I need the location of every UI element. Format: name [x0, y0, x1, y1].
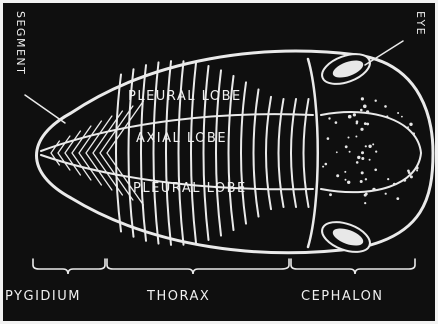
- cephalon-dot: [408, 171, 411, 174]
- thorax-segment-rib: [241, 82, 246, 223]
- cephalon-dot: [415, 166, 418, 169]
- cephalon-dot: [410, 175, 413, 178]
- thorax-bracket: [107, 259, 289, 274]
- cephalon-dot: [403, 179, 406, 182]
- cephalon-dot: [360, 109, 363, 112]
- cephalon-dot: [401, 116, 403, 118]
- cephalon-dot: [360, 180, 363, 183]
- thorax-label: THORAX: [146, 289, 210, 304]
- cephalon-dot: [360, 128, 363, 131]
- cephalon-dot: [385, 193, 387, 195]
- cephalon-dot: [361, 97, 364, 100]
- cephalon-dot: [328, 117, 330, 119]
- cephalon-dot: [355, 136, 357, 138]
- pleural-lobe-bottom-label: PLEURAL LOBE: [133, 181, 247, 196]
- cephalon-dot: [361, 157, 364, 160]
- cephalon-dot: [336, 174, 339, 177]
- cephalon-label: CEPHALON: [301, 289, 384, 304]
- cephalon-bracket: [291, 259, 415, 274]
- cephalon-dot: [344, 171, 346, 173]
- cephalon-dot: [369, 159, 371, 161]
- cephalon-dot: [364, 122, 367, 125]
- cephalon-dot: [372, 188, 375, 191]
- pygidium-segment-line: [79, 121, 101, 185]
- pleural-lobe-top-label: PLEURAL LOBE: [128, 89, 242, 104]
- cephalon-dot: [375, 100, 377, 102]
- trilobite-diagram: PLEURAL LOBE AXIAL LOBE PLEURAL LOBE SEG…: [3, 3, 435, 321]
- cephalon-dot: [365, 145, 367, 147]
- cephalon-dot: [386, 115, 388, 117]
- pygidium-label: PYGIDIUM: [5, 289, 81, 304]
- cephalon-dot: [368, 145, 371, 148]
- cephalon-dot: [349, 151, 351, 153]
- cephalon-dot: [366, 123, 369, 126]
- cephalon-dot: [396, 197, 399, 200]
- eye-label: EYE: [414, 11, 427, 36]
- thorax-segment-rib: [254, 89, 259, 216]
- cephalon-dot: [329, 193, 332, 196]
- cephalon-dot: [375, 151, 377, 153]
- thorax-segment-rib: [116, 75, 121, 232]
- cephalon-dot: [387, 178, 389, 180]
- cephalon-dot: [347, 181, 350, 184]
- eye-upper: [318, 48, 374, 90]
- cephalon-dot: [364, 202, 366, 204]
- pygidium-segment-line: [72, 126, 91, 180]
- cephalon-dot: [353, 113, 356, 116]
- cephalon-dot: [372, 143, 374, 145]
- cephalon-dot: [393, 183, 396, 186]
- cephalon-dot: [384, 105, 387, 108]
- cephalon-dot: [363, 105, 367, 109]
- pygidium-bracket: [33, 259, 105, 274]
- cephalon-dot: [364, 194, 367, 197]
- cephalon-dot: [348, 115, 352, 119]
- cephalon-dot: [361, 171, 364, 174]
- cephalon-dot: [345, 145, 348, 148]
- cephalon-dot: [416, 170, 418, 172]
- segment-leader-line: [25, 95, 65, 123]
- cephalon-dot: [348, 137, 350, 139]
- cephalon-dot: [327, 137, 330, 140]
- cephalon-dot: [335, 121, 338, 124]
- cephalon-dot: [357, 156, 360, 159]
- cephalon-dot: [397, 112, 399, 114]
- body-outline: [37, 51, 434, 253]
- cephalon-boundary: [308, 59, 318, 247]
- region-brackets: [33, 259, 415, 274]
- cephalon-dot: [412, 132, 415, 135]
- segment-label: SEGMENT: [14, 11, 27, 75]
- cephalon-dot: [336, 151, 338, 153]
- cephalon-dot: [407, 126, 409, 128]
- cephalon-dot: [356, 161, 359, 164]
- cephalon-dot: [365, 178, 367, 180]
- cephalon-dot: [374, 169, 377, 172]
- cephalon-dot: [325, 163, 328, 166]
- cephalon-dot: [345, 179, 347, 181]
- cephalon-dot: [356, 122, 358, 124]
- axial-lobe-label: AXIAL LOBE: [136, 131, 227, 146]
- cephalon-dot: [409, 123, 412, 126]
- cephalon-dot: [322, 166, 324, 168]
- cephalon-dot: [366, 110, 369, 113]
- thorax-segment-rib: [279, 99, 284, 207]
- cephalon-dot: [361, 151, 364, 154]
